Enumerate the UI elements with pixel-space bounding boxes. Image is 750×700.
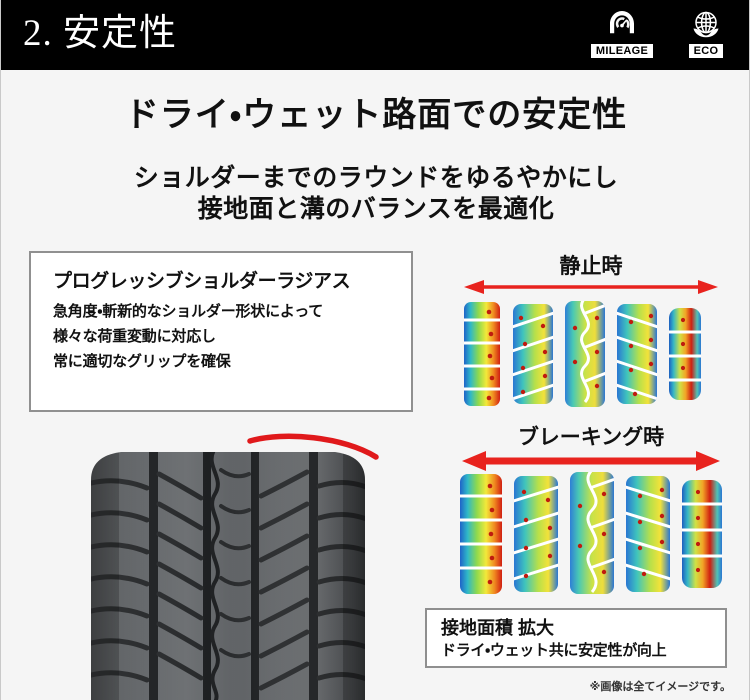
mileage-gauge-icon: [605, 8, 639, 42]
static-width-arrow-icon: [456, 276, 726, 298]
braking-condition-label: ブレーキング時: [517, 426, 665, 449]
sub-heading: ショルダーまでのラウンドをゆるやかにし 接地面と溝のバランスを最適化: [1, 163, 749, 225]
sub-heading-line-1: ショルダーまでのラウンドをゆるやかにし: [133, 164, 619, 192]
static-condition-label: 静止時: [559, 255, 623, 278]
badge-label-mileage: MILEAGE: [590, 44, 654, 58]
badge-mileage: MILEAGE: [590, 8, 654, 58]
page-header: 2. 安定性 MILEAGE: [1, 0, 749, 70]
braking-width-arrow-icon: [456, 448, 726, 474]
tire-tread-photo: [63, 440, 393, 700]
caption-title: 接地面積 拡大: [441, 618, 555, 638]
info-box-title: プログレッシブショルダーラジアス: [53, 271, 351, 292]
progressive-shoulder-radius-box: プログレッシブショルダーラジアス 急角度・斬新的なショルダー形状によって 様々な…: [29, 251, 413, 412]
image-disclaimer: ※画像は全てイメージです。: [589, 681, 731, 693]
info-box-line-2: 様々な荷重変動に対応し: [53, 328, 216, 345]
contact-patch-caption-box: 接地面積 拡大 ドライ・ウェット共に安定性が向上: [425, 608, 727, 668]
sub-heading-line-2: 接地面と溝のバランスを最適化: [197, 195, 555, 223]
info-box-line-3: 常に適切なグリップを確保: [53, 353, 231, 370]
page-title: 2. 安定性: [23, 13, 177, 54]
eco-globe-leaf-icon: [689, 8, 723, 42]
badge-label-eco: ECO: [688, 44, 724, 58]
footprint-heatmap-static: [459, 298, 725, 410]
caption-subtitle: ドライ・ウェット共に安定性が向上: [441, 642, 667, 659]
footprint-heatmap-braking: [456, 470, 728, 598]
main-heading: ドライ・ウェット路面での安定性: [124, 96, 628, 134]
header-badges: MILEAGE: [590, 8, 737, 58]
red-shoulder-radius-arc: [244, 427, 389, 477]
badge-eco: ECO: [675, 8, 737, 58]
info-box-line-1: 急角度・斬新的なショルダー形状によって: [53, 303, 324, 320]
